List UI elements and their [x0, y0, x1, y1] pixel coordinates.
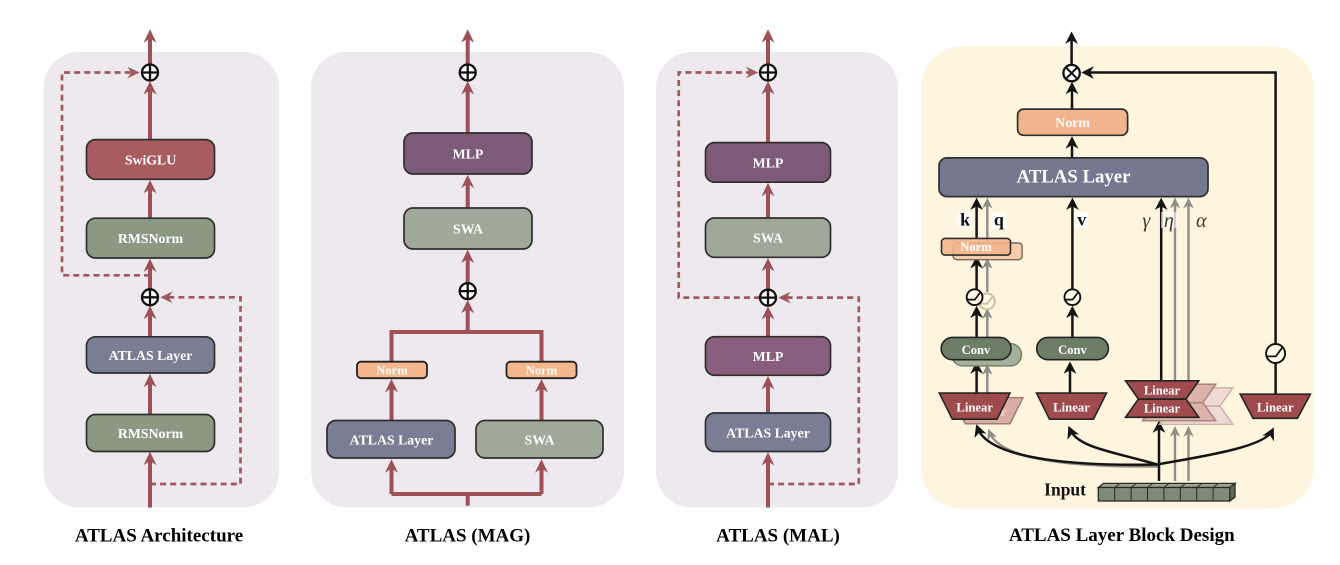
- svg-text:q: q: [994, 210, 1004, 230]
- svg-text:ATLAS Architecture: ATLAS Architecture: [75, 526, 243, 547]
- svg-text:Norm: Norm: [376, 363, 408, 377]
- svg-text:ATLAS Layer: ATLAS Layer: [350, 433, 434, 448]
- svg-text:SWA: SWA: [453, 222, 483, 237]
- svg-text:ATLAS (MAG): ATLAS (MAG): [405, 526, 531, 547]
- svg-text:SWA: SWA: [525, 433, 555, 448]
- svg-text:Linear: Linear: [1144, 402, 1181, 416]
- svg-text:MLP: MLP: [753, 156, 784, 171]
- svg-text:Conv: Conv: [1058, 343, 1087, 357]
- svg-text:Conv: Conv: [962, 343, 991, 357]
- svg-text:γ: γ: [1142, 210, 1151, 232]
- svg-text:Linear: Linear: [956, 401, 993, 415]
- svg-text:Linear: Linear: [1257, 401, 1294, 415]
- svg-text:MLP: MLP: [453, 147, 484, 162]
- svg-text:SWA: SWA: [753, 231, 783, 246]
- svg-text:MLP: MLP: [753, 349, 784, 364]
- svg-text:v: v: [1077, 210, 1086, 230]
- svg-text:Linear: Linear: [1144, 384, 1181, 398]
- svg-text:α: α: [1196, 210, 1207, 232]
- svg-text:ATLAS Layer: ATLAS Layer: [109, 348, 193, 363]
- svg-text:ATLAS (MAL): ATLAS (MAL): [716, 526, 840, 547]
- svg-text:Norm: Norm: [1055, 116, 1090, 131]
- svg-text:Input: Input: [1044, 480, 1086, 500]
- svg-text:RMSNorm: RMSNorm: [118, 426, 184, 441]
- svg-text:Norm: Norm: [960, 240, 992, 254]
- svg-text:SwiGLU: SwiGLU: [125, 153, 176, 168]
- svg-text:ATLAS Layer: ATLAS Layer: [1017, 167, 1131, 188]
- svg-text:k: k: [960, 210, 970, 230]
- svg-text:RMSNorm: RMSNorm: [118, 231, 184, 246]
- svg-text:ATLAS Layer: ATLAS Layer: [726, 426, 810, 441]
- svg-text:Norm: Norm: [526, 363, 558, 377]
- svg-text:Linear: Linear: [1053, 401, 1090, 415]
- svg-text:η: η: [1164, 210, 1174, 232]
- svg-text:ATLAS Layer Block Design: ATLAS Layer Block Design: [1009, 525, 1235, 546]
